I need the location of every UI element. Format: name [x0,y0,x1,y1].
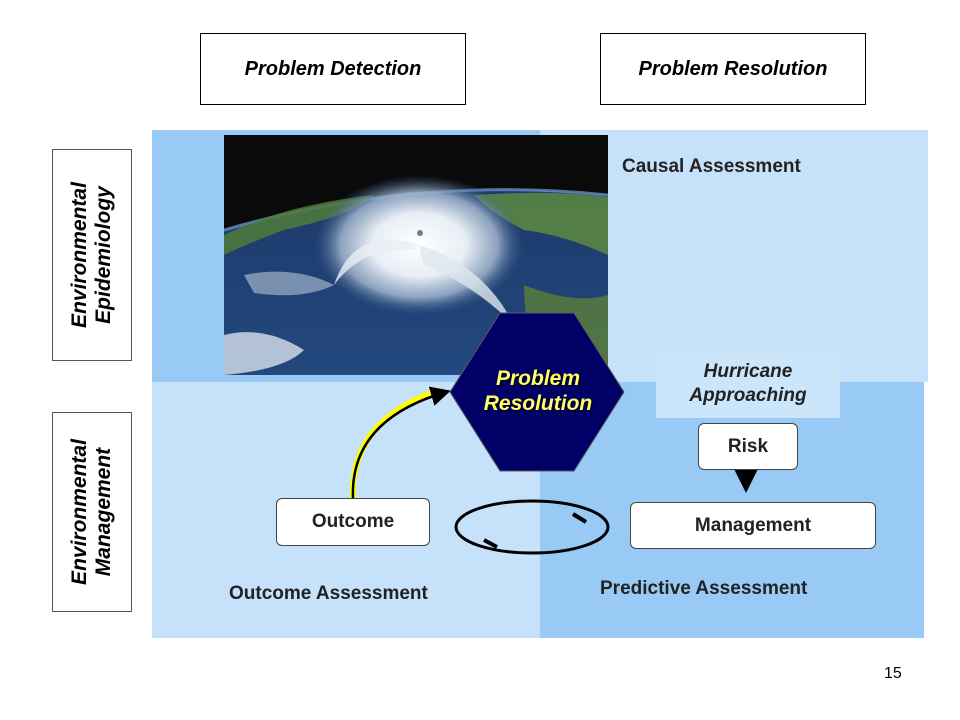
hexagon-label-line1: Problem [495,367,581,390]
cycle-tick-left [483,538,498,549]
outcome-box-label: Outcome [311,511,395,532]
risk-box-label: Risk [727,435,769,457]
causal-assessment-label: Causal Assessment [622,156,801,177]
header-problem-resolution: Problem Resolution [600,33,866,105]
outcome-box: Outcome [276,498,430,546]
hurricane-tab-line1: Hurricane [703,361,793,382]
management-box-label: Management [694,514,812,536]
management-box: Management [630,502,876,549]
cycle-loop [454,499,610,555]
problem-resolution-hexagon [449,312,625,472]
cycle-tick-right [571,512,588,524]
risk-box: Risk [698,423,798,470]
header-problem-resolution-label: Problem Resolution [638,57,828,80]
side-box-management: Environmental Management [52,412,132,612]
hexagon-label-line2: Resolution [483,392,593,415]
outcome-assessment-label: Outcome Assessment [229,583,428,604]
page-number: 15 [884,665,902,682]
predictive-assessment-label: Predictive Assessment [600,578,808,599]
side-box-epidemiology: Environmental Epidemiology [52,149,132,361]
hurricane-approaching-tab: Hurricane Approaching [656,352,840,418]
outcome-to-resolution-arrow [351,386,451,499]
hurricane-tab-line2: Approaching [689,385,807,406]
header-problem-detection-label: Problem Detection [244,57,422,80]
problem-resolution-hexagon-label: Problem Resolution [448,366,628,416]
header-problem-detection: Problem Detection [200,33,466,105]
